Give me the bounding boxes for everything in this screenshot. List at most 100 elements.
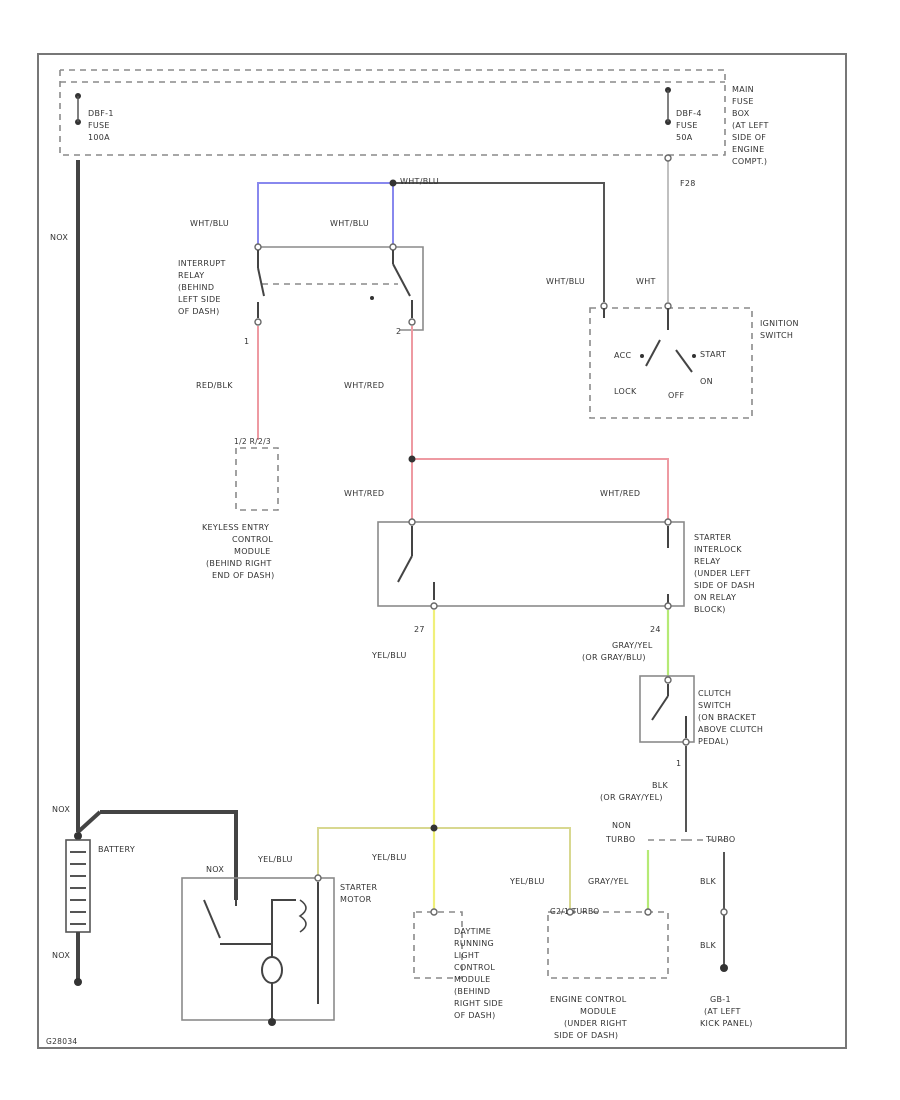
ignition-wire-right-label: WHT xyxy=(636,277,656,286)
ecm-label-line3: (UNDER RIGHT xyxy=(564,1019,627,1028)
ignition-pos-start: START xyxy=(700,350,726,359)
ignition-switch: ACC START ON LOCK OFF IGNITION SWITCH xyxy=(589,302,799,419)
starter-motor: NOX YEL/BLU STARTER MOTOR xyxy=(181,855,378,1026)
starter-motor-label-line1: STARTER xyxy=(340,883,378,892)
daytime-label-line4: CONTROL xyxy=(454,963,495,972)
battery-wire-top-label: NOX xyxy=(52,805,70,814)
interlock-wire-right-label: WHT/RED xyxy=(600,489,640,498)
keyless-module-label-line1: KEYLESS ENTRY xyxy=(202,523,269,532)
wire-gray-yel-label-line1: GRAY/YEL xyxy=(612,641,653,650)
fuse-box-title-line3: BOX xyxy=(732,109,750,118)
keyless-module-pins: 1/2 R/2/3 xyxy=(234,437,271,446)
interrupt-relay-label-line4: LEFT SIDE xyxy=(178,295,221,304)
fuse-dbf1-label-line3: 100A xyxy=(88,133,110,142)
turbo-wire-blk-1: BLK xyxy=(700,877,717,886)
fuse-dbf4-label-line2: FUSE xyxy=(676,121,698,130)
ground-label-line1: GB-1 xyxy=(710,995,731,1004)
keyless-module-label-line3: MODULE xyxy=(234,547,271,556)
interlock-pin-27: 27 xyxy=(414,625,425,634)
ignition-switch-label-line1: IGNITION xyxy=(760,319,799,328)
interrupt-relay-label-line1: INTERRUPT xyxy=(178,259,226,268)
clutch-label-line5: PEDAL) xyxy=(698,737,729,746)
interlock-label-line1: STARTER xyxy=(694,533,732,542)
clutch-wire-label-line1: BLK xyxy=(652,781,669,790)
fuse-box-title-line7: COMPT.) xyxy=(732,157,767,166)
interrupt-relay: 1 2 INTERRUPT RELAY (BEHIND LEFT SIDE OF… xyxy=(178,243,424,346)
interlock-label-line3: RELAY xyxy=(694,557,721,566)
diagram-frame xyxy=(37,53,847,1049)
keyless-module-label-line2: CONTROL xyxy=(232,535,273,544)
ignition-pos-lock: LOCK xyxy=(614,387,637,396)
fuse-box-title-line2: FUSE xyxy=(732,97,754,106)
ignition-pos-on: ON xyxy=(700,377,713,386)
daytime-wire-label: YEL/BLU xyxy=(371,853,407,862)
main-fuse-box: DBF-1 FUSE 100A DBF-4 FUSE 50A MAIN FUSE… xyxy=(59,69,768,166)
wire-gray-yel-label-line2: (OR GRAY/BLU) xyxy=(582,653,646,662)
turbo-split: NON TURBO TURBO BLK BLK xyxy=(605,821,735,972)
daytime-label-line3: LIGHT xyxy=(454,951,479,960)
interlock-label-line6: ON RELAY xyxy=(694,593,736,602)
daytime-label-line8: OF DASH) xyxy=(454,1011,496,1020)
interlock-label-line5: SIDE OF DASH xyxy=(694,581,755,590)
wire-wht-red-branch xyxy=(412,458,669,522)
ecm-wire-right-label: GRAY/YEL xyxy=(588,877,629,886)
ecm-label-line4: SIDE OF DASH) xyxy=(554,1031,618,1040)
fuse-dbf1-label-line2: FUSE xyxy=(88,121,110,130)
interrupt-relay-pin2: 2 xyxy=(396,327,401,336)
interrupt-relay-pin1: 1 xyxy=(244,337,249,346)
clutch-label-line2: SWITCH xyxy=(698,701,731,710)
starter-wire-left-label: NOX xyxy=(206,865,224,874)
ground-label-line2: (AT LEFT xyxy=(704,1007,741,1016)
starter-motor-label-line2: MOTOR xyxy=(340,895,372,904)
battery-wire-bottom-label: NOX xyxy=(52,951,70,960)
fuse-dbf4: DBF-4 FUSE 50A xyxy=(665,87,702,142)
fuse-dbf4-label-line3: 50A xyxy=(676,133,693,142)
keyless-entry-module: 1/2 R/2/3 KEYLESS ENTRY CONTROL MODULE (… xyxy=(202,437,279,580)
non-turbo-label-line2: TURBO xyxy=(605,835,635,844)
wire-yel-blu-main-label: YEL/BLU xyxy=(371,651,407,660)
keyless-module-label-line4: (BEHIND RIGHT xyxy=(206,559,272,568)
interlock-wire-left-label: WHT/RED xyxy=(344,489,384,498)
ecm-wire-left-label: YEL/BLU xyxy=(509,877,545,886)
wire-wht-red-label: WHT/RED xyxy=(344,381,384,390)
fuse-box-title-line1: MAIN xyxy=(732,85,754,94)
turbo-wire-blk-2: BLK xyxy=(700,941,717,950)
non-turbo-label-line1: NON xyxy=(612,821,631,830)
ecm-pins: G2/1 TURBO xyxy=(550,907,599,916)
battery-label: BATTERY xyxy=(98,845,135,854)
wht-blu-distribution: WHT/BLU WHT/BLU WHT/BLU WHT/BLU xyxy=(190,177,605,302)
interlock-pin-24: 24 xyxy=(650,625,661,634)
ignition-pos-acc: ACC xyxy=(614,351,632,360)
fuse-box-title-line5: SIDE OF xyxy=(732,133,766,142)
ecm-label-line2: MODULE xyxy=(580,1007,617,1016)
starter-wire-yel-label: YEL/BLU xyxy=(257,855,293,864)
clutch-label-line1: CLUTCH xyxy=(698,689,731,698)
fuse-box-title: MAIN FUSE BOX (AT LEFT SIDE OF ENGINE CO… xyxy=(732,85,768,166)
wire-yel-blu-bus xyxy=(317,827,571,912)
diagram-code: G28034 xyxy=(46,1037,77,1046)
battery: NOX BATTERY NOX xyxy=(52,805,238,986)
clutch-wire-label-line2: (OR GRAY/YEL) xyxy=(600,793,663,802)
wht-blu-junction-label: WHT/BLU xyxy=(400,177,439,186)
daytime-label-line2: RUNNING xyxy=(454,939,494,948)
daytime-label-line1: DAYTIME xyxy=(454,927,491,936)
fuse-dbf1-label-line1: DBF-1 xyxy=(88,109,114,118)
daytime-running-light-module: YEL/BLU DAYTIME RUNNING LIGHT CONTROL MO… xyxy=(371,853,503,1020)
fuse-dbf4-label-line1: DBF-4 xyxy=(676,109,702,118)
wire-battery-feed-label: NOX xyxy=(50,233,68,242)
fuse-box-title-line6: ENGINE xyxy=(732,145,764,154)
wht-blu-right-label: WHT/BLU xyxy=(330,219,369,228)
ignition-pos-off: OFF xyxy=(668,391,684,400)
daytime-label-line7: RIGHT SIDE xyxy=(454,999,503,1008)
ground-gb1: GB-1 (AT LEFT KICK PANEL) xyxy=(700,995,752,1028)
engine-control-module: YEL/BLU GRAY/YEL G2/1 TURBO ENGINE CONTR… xyxy=(509,877,669,1040)
clutch-label-line3: (ON BRACKET xyxy=(698,713,756,722)
ignition-wire-left-label: WHT/BLU xyxy=(546,277,585,286)
starter-interlock-relay: WHT/RED WHT/RED 27 24 STARTER INTERLOCK … xyxy=(344,489,755,634)
interrupt-relay-label-line5: OF DASH) xyxy=(178,307,220,316)
wht-blu-left-label: WHT/BLU xyxy=(190,219,229,228)
clutch-switch: CLUTCH SWITCH (ON BRACKET ABOVE CLUTCH P… xyxy=(639,675,763,746)
interrupt-relay-label-line3: (BEHIND xyxy=(178,283,214,292)
interlock-label-line4: (UNDER LEFT xyxy=(694,569,750,578)
